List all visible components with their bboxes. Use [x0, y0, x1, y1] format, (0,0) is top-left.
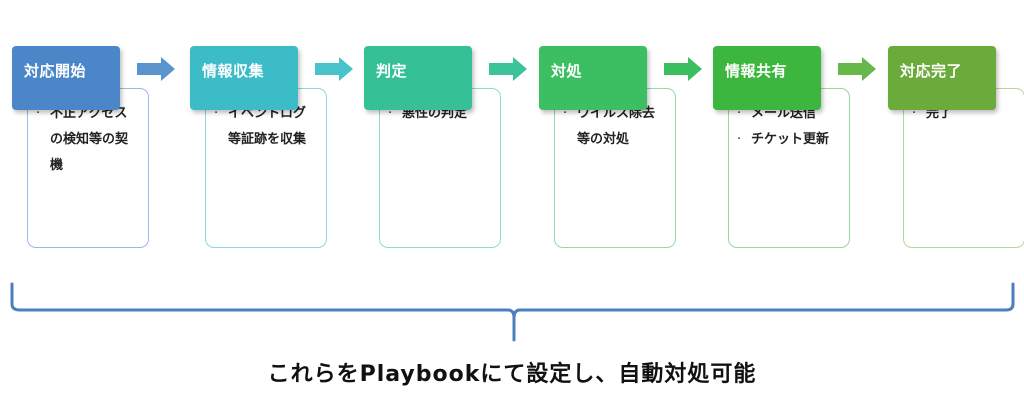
flow-arrow-icon — [489, 57, 527, 81]
step-detail-card: ·ウイルス除去等の対処 — [554, 88, 676, 248]
bullet-icon: · — [737, 132, 742, 147]
bullet-icon: · — [36, 106, 41, 121]
flow-arrow-icon — [664, 57, 702, 81]
step-6: ·完了対応完了 — [888, 0, 1024, 260]
detail-item: · チケット更新 — [737, 127, 841, 153]
step-title: 対応完了 — [888, 46, 996, 110]
step-3: ·悪性の判定判定 — [364, 0, 514, 260]
caption: これらをPlaybookにて設定し、自動対処可能 — [267, 362, 757, 387]
bullet-icon: · — [214, 106, 219, 121]
step-2: ·イベントログ等証跡を収集情報収集 — [190, 0, 340, 260]
step-5: ·メール送信·チケット更新情報共有 — [713, 0, 863, 260]
step-4: ·ウイルス除去等の対処対処 — [539, 0, 689, 260]
step-title: 判定 — [364, 46, 472, 110]
bullet-icon: · — [737, 106, 742, 121]
bullet-icon: · — [563, 106, 568, 121]
step-title: 情報共有 — [713, 46, 821, 110]
flow-arrow-icon — [137, 57, 175, 81]
step-1: ·不正アクセスの検知等の契機対応開始 — [12, 0, 162, 260]
step-detail-card: ·完了 — [903, 88, 1024, 248]
step-title: 情報収集 — [190, 46, 298, 110]
bullet-icon: · — [912, 106, 917, 121]
bullet-icon: · — [388, 106, 393, 121]
step-title: 対応開始 — [12, 46, 120, 110]
flow-arrow-icon — [315, 57, 353, 81]
detail-text: チケット更新 — [751, 132, 830, 147]
step-detail-card: ·悪性の判定 — [379, 88, 501, 248]
step-title: 対処 — [539, 46, 647, 110]
flow-arrow-icon — [838, 57, 876, 81]
